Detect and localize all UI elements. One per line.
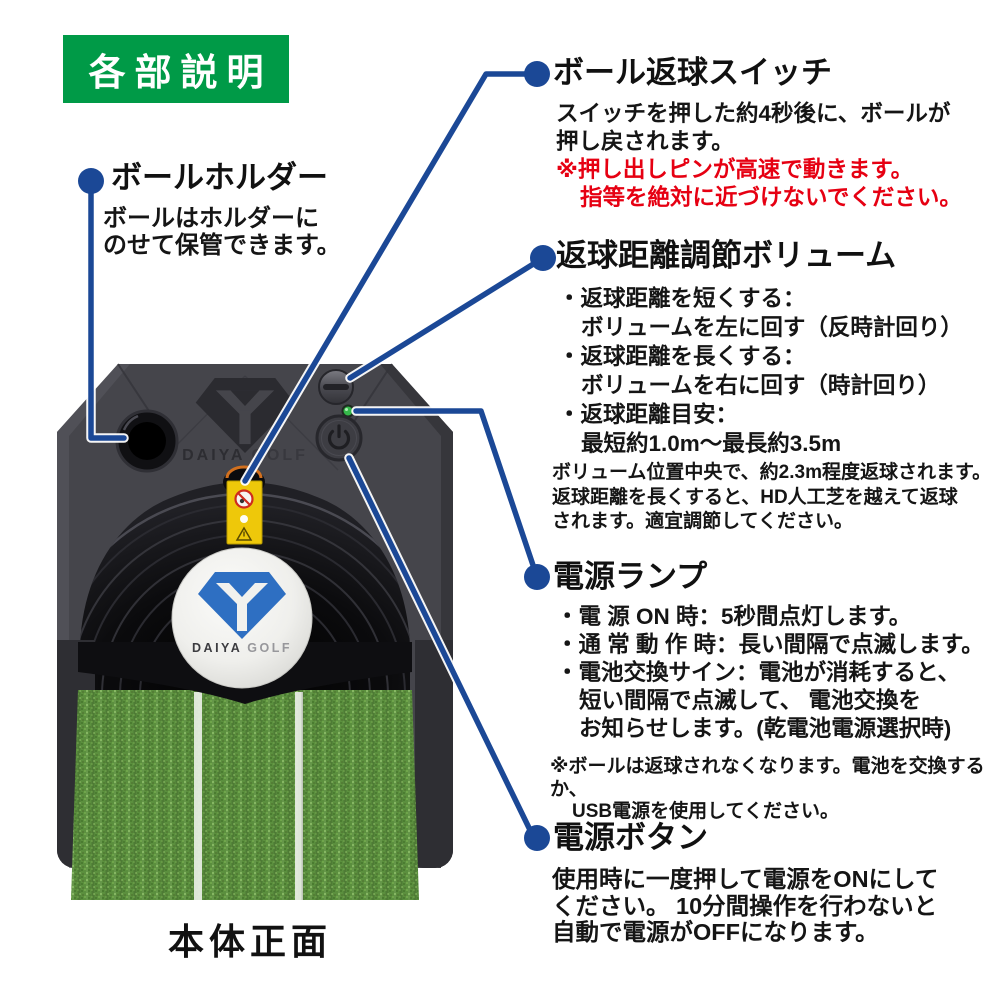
power-button-control xyxy=(315,414,363,462)
label-dot xyxy=(240,515,248,523)
connector-line-distance-volume xyxy=(347,255,546,381)
text-line: 自動で電源がOFFになります。 xyxy=(552,919,879,945)
text-line: 押し戻されます。 xyxy=(556,128,734,154)
note-line: 返球距離を長くすると、HD人工芝を越えて返球 xyxy=(552,486,958,508)
power-lamp-title: 電源ランプ xyxy=(553,559,708,594)
warning-line: ※押し出しピンが高速で動きます。 xyxy=(556,157,914,182)
return-switch-desc: スイッチを押した約4秒後に、ボールが 押し戻されます。 xyxy=(556,100,950,155)
anchor-dot-power-lamp xyxy=(524,564,550,590)
distance-volume-knob xyxy=(318,369,354,405)
power-lamp-led xyxy=(341,404,355,418)
distance-volume-note: ボリューム位置中央で、約2.3m程度返球されます。 返球距離を長くすると、HD人… xyxy=(552,461,991,535)
text-line: のせて保管できます。 xyxy=(103,232,341,259)
bullet-line: 短い間隔で点滅して、 電池交換を xyxy=(579,688,921,713)
note-line: USB電源を使用してください。 xyxy=(572,801,839,822)
ball-holder-title: ボールホルダー xyxy=(111,160,328,195)
prohibition-icon xyxy=(234,489,254,509)
ball-holder-hole xyxy=(115,409,179,473)
bullet-line: ・返球距離を短くする： xyxy=(558,286,806,311)
bullet-line: ・返球距離目安： xyxy=(558,402,739,427)
return-switch-warning: ※押し出しピンが高速で動きます。 指等を絶対に近づけないでください。 xyxy=(556,156,962,212)
bullet-line: ボリュームを右に回す（時計回り） xyxy=(581,373,941,398)
connector-line-power-lamp xyxy=(353,408,540,580)
power-button-desc: 使用時に一度押して電源をONにして ください。 10分間操作を行わないと 自動で… xyxy=(552,866,938,946)
anchor-dot-distance-volume xyxy=(530,245,556,271)
ball-holder-desc: ボールはホルダーに のせて保管できます。 xyxy=(103,205,341,259)
distance-volume-title: 返球距離調節ボリューム xyxy=(556,238,897,273)
bullet-line: 最短約1.0m〜最長約3.5m xyxy=(581,431,842,456)
note-line: されます。適宜調節してください。 xyxy=(552,511,853,532)
note-line: ボリューム位置中央で、約2.3m程度返球されます。 xyxy=(552,462,992,483)
connector-line-power-button xyxy=(346,455,534,835)
bullet-line: ・電 源 ON 時：5秒間点灯します。 xyxy=(556,604,912,629)
frame-right xyxy=(415,640,453,868)
bullet-line: ボリュームを左に回す（反時計回り） xyxy=(581,315,963,340)
section-title-badge: 各部説明 xyxy=(63,35,289,103)
connector-line-ball-holder xyxy=(88,178,127,441)
bullet-line: ・返球距離を長くする： xyxy=(558,344,806,369)
warning-triangle-icon xyxy=(235,526,253,541)
bullet-line: ・通 常 動 作 時：長い間隔で点滅します。 xyxy=(556,632,984,657)
anchor-dot-power-button xyxy=(524,825,550,851)
power-lamp-note: ※ボールは返球されなくなります。電池を交換するか、 USB電源を使用してください… xyxy=(550,756,1000,824)
text-line: ください。 10分間操作を行わないと xyxy=(552,892,938,919)
device-caption: 本体正面 xyxy=(167,921,332,962)
anchor-dot-return-switch xyxy=(524,61,550,87)
turf-mat xyxy=(71,690,419,900)
return-switch-title: ボール返球スイッチ xyxy=(553,55,832,90)
note-line: ※ボールは返球されなくなります。電池を交換するか、 xyxy=(550,756,985,800)
text-line: スイッチを押した約4秒後に、ボールが xyxy=(556,101,951,126)
power-button-title: 電源ボタン xyxy=(553,820,708,855)
anchor-dot-ball-holder xyxy=(78,168,104,194)
text-line: ボールはホルダーに xyxy=(103,205,319,232)
ball-logo xyxy=(198,572,286,639)
distance-volume-bullets: ・返球距離を短くする： ボリュームを左に回す（反時計回り） ・返球距離を長くする… xyxy=(558,284,963,458)
power-lamp-bullets: ・電 源 ON 時：5秒間点灯します。 ・通 常 動 作 時：長い間隔で点滅しま… xyxy=(556,603,984,743)
bullet-line: ・電池交換サイン：電池が消耗すると、 xyxy=(556,660,961,685)
brand-logo-engraved xyxy=(195,378,295,454)
text-line: 使用時に一度押して電源をONにして xyxy=(552,866,939,892)
connector-line-return-switch xyxy=(242,71,540,484)
warning-line: 指等を絶対に近づけないでください。 xyxy=(580,185,962,210)
power-icon xyxy=(327,424,351,450)
bullet-line: お知らせします。(乾電池電源選択時) xyxy=(579,716,952,741)
